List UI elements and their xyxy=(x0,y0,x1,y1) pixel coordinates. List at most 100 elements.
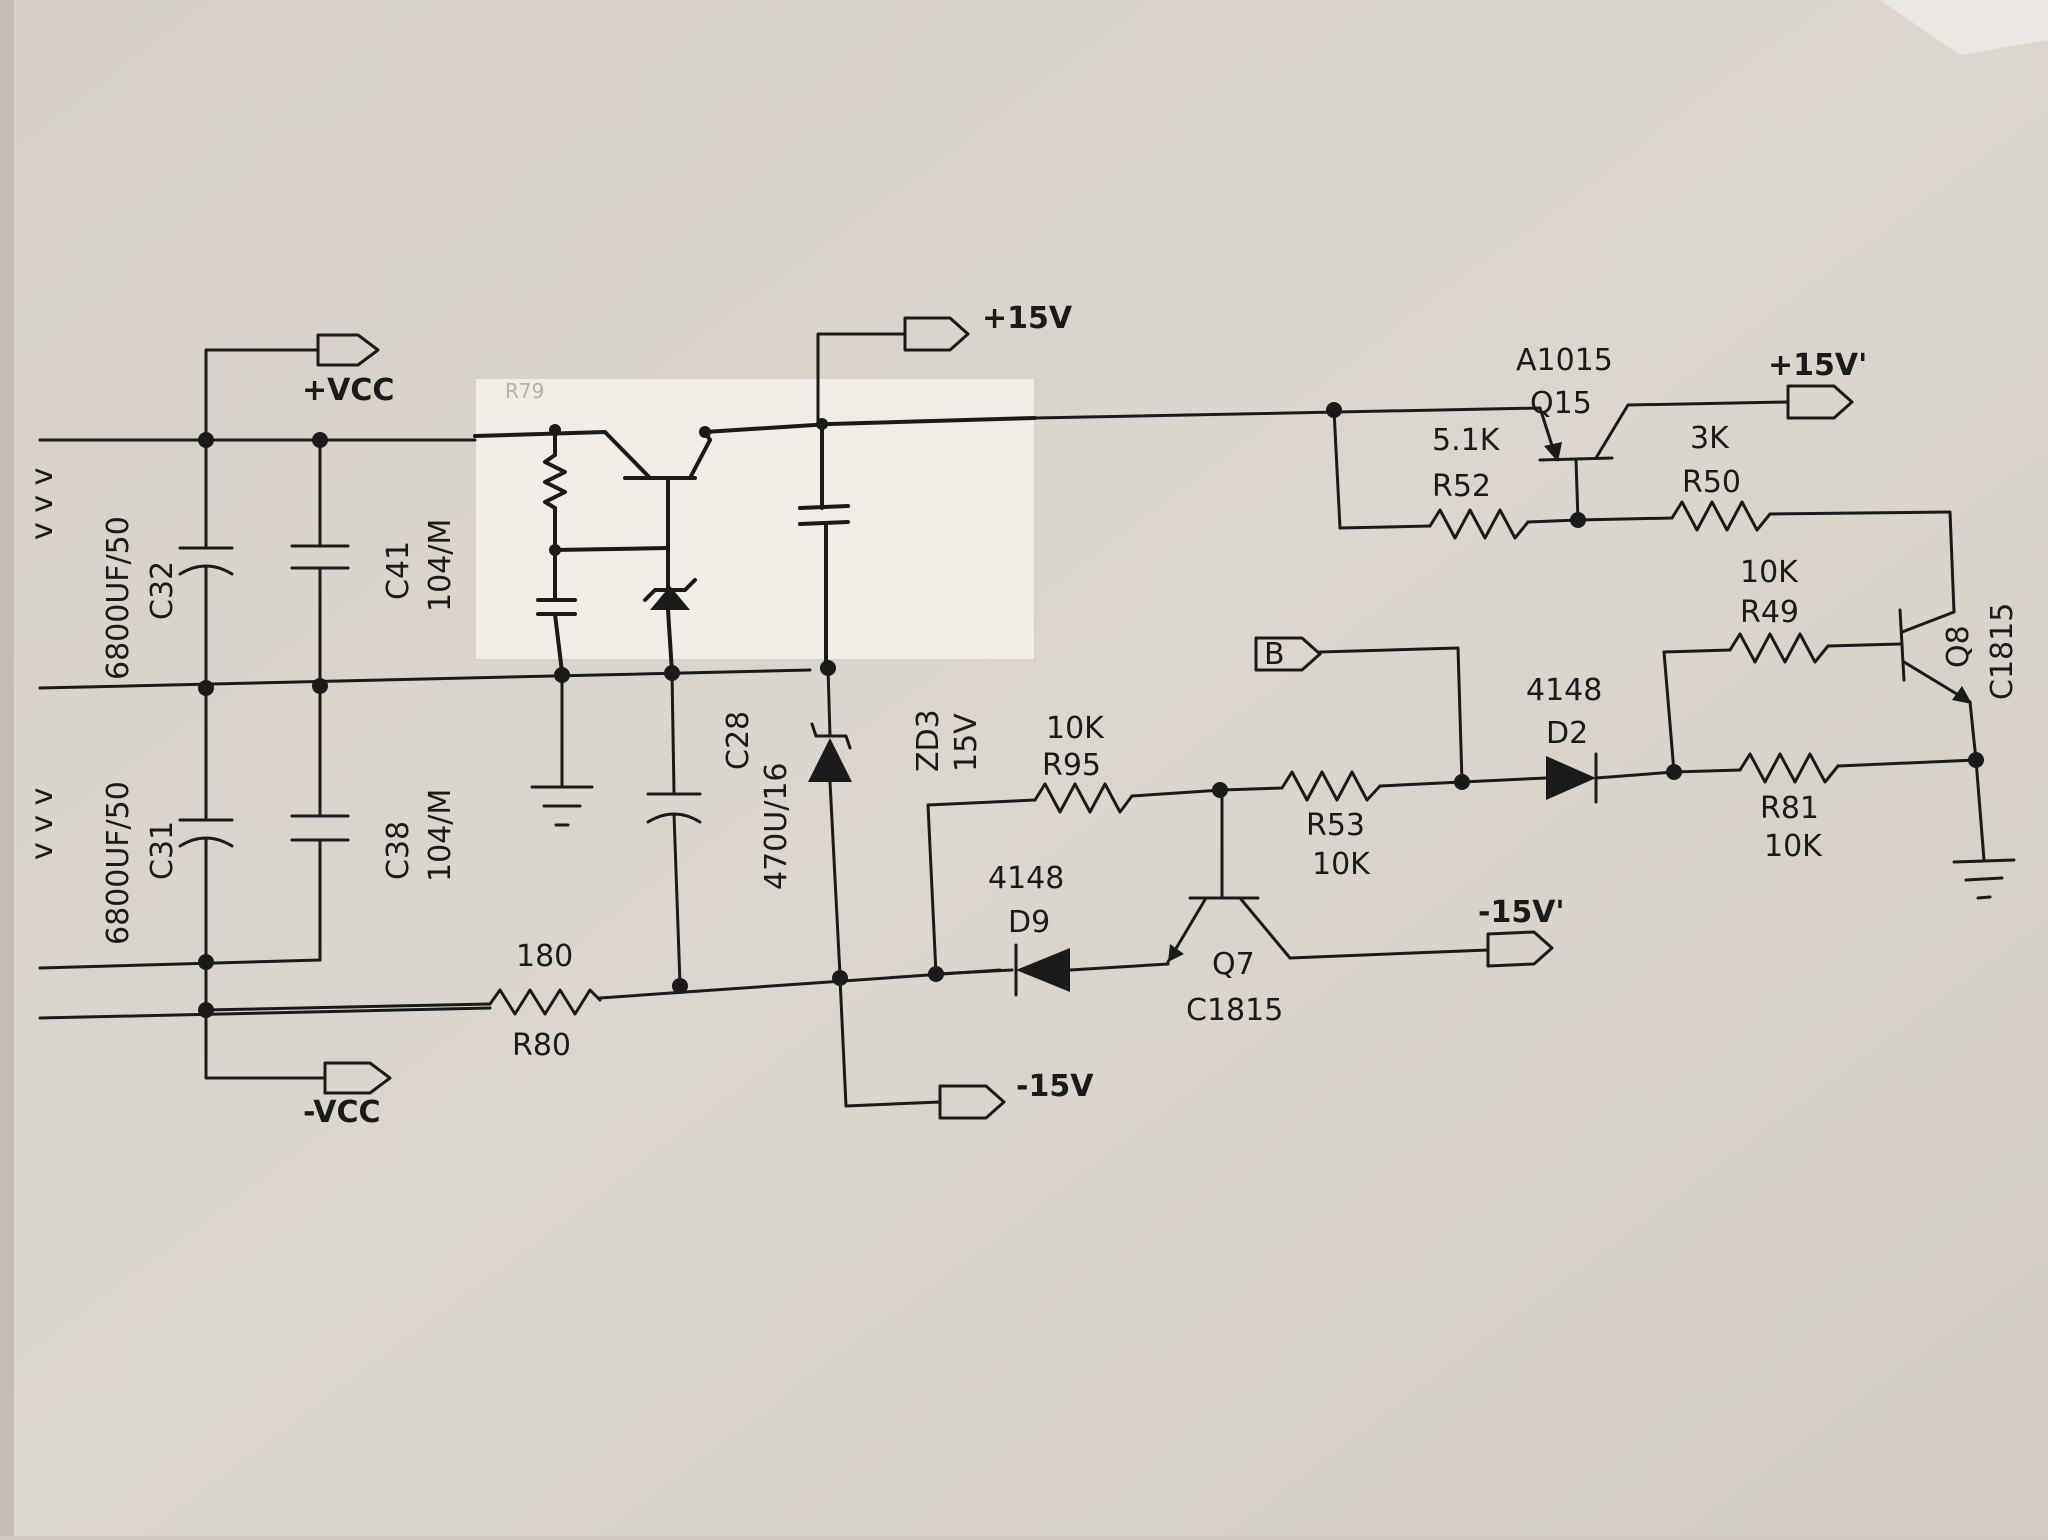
plus15v-prime-port-flag xyxy=(1786,384,1854,420)
hw-wire-mid xyxy=(553,546,670,552)
d9-body xyxy=(1016,948,1070,992)
c28-ref-label: C28 xyxy=(721,711,756,770)
wire-r80-left xyxy=(204,1002,492,1012)
b-port-label: B xyxy=(1264,637,1285,672)
wire-r52-right xyxy=(1526,518,1580,524)
wire-rail-4 xyxy=(38,1006,492,1020)
wire-d2-right xyxy=(1594,770,1676,780)
zd3-body xyxy=(808,738,852,782)
r52-value-label: 5.1K xyxy=(1432,423,1501,458)
hw-zener-bar xyxy=(643,578,697,602)
wire-r95-right xyxy=(1130,788,1224,798)
wire-q15-base xyxy=(1574,458,1580,522)
ground-bar-1 xyxy=(1952,858,2016,864)
zd3-ref-label: ZD3 xyxy=(911,709,946,772)
wire-r52-left xyxy=(1332,408,1432,530)
wire-r50-left xyxy=(1576,516,1674,522)
wire-plus15v-tap xyxy=(816,332,907,426)
junction-dot xyxy=(198,680,214,696)
q8-type-label: C1815 xyxy=(1985,603,2020,700)
wire-r53-right xyxy=(1378,780,1464,788)
r49-ref-label: R49 xyxy=(1740,595,1799,630)
q15-type-label: A1015 xyxy=(1516,343,1613,378)
r50-value-label: 3K xyxy=(1690,421,1730,456)
wire-d2-left xyxy=(1460,776,1548,784)
minus-15v-prime-label: -15V' xyxy=(1478,895,1565,930)
wire-plus15v-main xyxy=(1033,406,1542,420)
c41-ref-label: C41 xyxy=(381,541,416,600)
r50-resistor xyxy=(1670,500,1772,532)
hw-cap-plate-a xyxy=(798,504,850,510)
zd3-value-label: 15V xyxy=(949,713,984,772)
minus-vcc-label: -VCC xyxy=(303,1095,381,1130)
r95-ref-label: R95 xyxy=(1042,748,1101,783)
junction-dot xyxy=(198,954,214,970)
minus-15v-label: -15V xyxy=(1016,1069,1094,1104)
q8-ref-label: Q8 xyxy=(1941,625,1976,668)
c38-ref-label: C38 xyxy=(381,821,416,880)
paper-edge xyxy=(0,0,14,1536)
r81-resistor xyxy=(1738,752,1840,784)
d2-body xyxy=(1546,756,1596,800)
hw-zener-body xyxy=(650,586,690,610)
r80-resistor xyxy=(488,988,602,1016)
q7-ref-label: Q7 xyxy=(1212,947,1255,982)
c32-value-label: 6800UF/50 xyxy=(101,516,136,680)
junction-dot xyxy=(549,544,561,556)
r95-value-label: 10K xyxy=(1046,711,1105,746)
b-port-flag xyxy=(1254,636,1322,672)
wire-vcc-tap xyxy=(204,348,320,442)
r49-value-label: 10K xyxy=(1740,555,1799,590)
paper-corner xyxy=(1880,0,2048,55)
wire-q8-emitter-down xyxy=(1968,700,1978,762)
junction-dot xyxy=(312,678,328,694)
q7-collector xyxy=(1238,896,1292,960)
wire-r81-right xyxy=(1836,758,1978,768)
d2-ref-label: D2 xyxy=(1546,716,1588,751)
wire-c28-bottom xyxy=(672,812,682,986)
r52-resistor xyxy=(1428,508,1530,540)
c32-ref-label: C32 xyxy=(145,561,180,620)
q7-type-label: C1815 xyxy=(1186,993,1283,1028)
hw-wire-in xyxy=(473,430,652,480)
r81-ref-label: R81 xyxy=(1760,791,1819,826)
wire-c28-top xyxy=(670,671,676,794)
wire-q7-out xyxy=(1288,948,1490,960)
ac-marks-bottom: v v v xyxy=(25,788,60,860)
junction-dot xyxy=(198,432,214,448)
ac-marks-top: v v v xyxy=(25,468,60,540)
r79-partial-label: R79 xyxy=(505,379,544,403)
q15-ref-label: Q15 xyxy=(1530,386,1592,421)
q15-base-bar xyxy=(1538,456,1614,462)
r53-value-label: 10K xyxy=(1312,847,1371,882)
minus15v-port-flag xyxy=(938,1084,1006,1120)
wire-mid-rail xyxy=(38,668,812,690)
plus-vcc-label: +VCC xyxy=(302,373,394,408)
hw-zener-wire xyxy=(666,608,674,674)
c28-value-label: 470U/16 xyxy=(759,763,794,891)
q8-emitter-arrow xyxy=(1952,686,1972,704)
plus-15v-prime-label: +15V' xyxy=(1768,348,1867,383)
plus15v-port-flag xyxy=(903,316,970,352)
wire-r95-left xyxy=(926,798,1037,976)
wire-right-ground xyxy=(1974,758,1986,862)
wire-r50-right xyxy=(1768,510,1956,614)
wire-d9-right xyxy=(1068,962,1170,972)
r49-resistor xyxy=(1728,632,1830,664)
ground-bar-2 xyxy=(1964,876,2004,882)
wire-zd3-bottom xyxy=(828,780,842,977)
wire-minus15v-tap xyxy=(838,976,942,1108)
wire-r49-left xyxy=(1662,648,1732,774)
d2-value-label: 4148 xyxy=(1526,673,1602,708)
wire-r49-right xyxy=(1826,642,1902,648)
r80-ref-label: R80 xyxy=(512,1028,571,1063)
q15-emitter-arrow xyxy=(1544,442,1562,462)
q8-collector xyxy=(1900,610,1956,634)
wire-minus-vcc-tap xyxy=(204,1008,327,1080)
junction-dot xyxy=(1212,782,1228,798)
c41-value-label: 104/M xyxy=(423,519,458,612)
wire-b-port xyxy=(1318,646,1464,784)
minus15v-prime-port-flag xyxy=(1486,930,1554,968)
q7-emitter-arrow xyxy=(1168,944,1184,962)
